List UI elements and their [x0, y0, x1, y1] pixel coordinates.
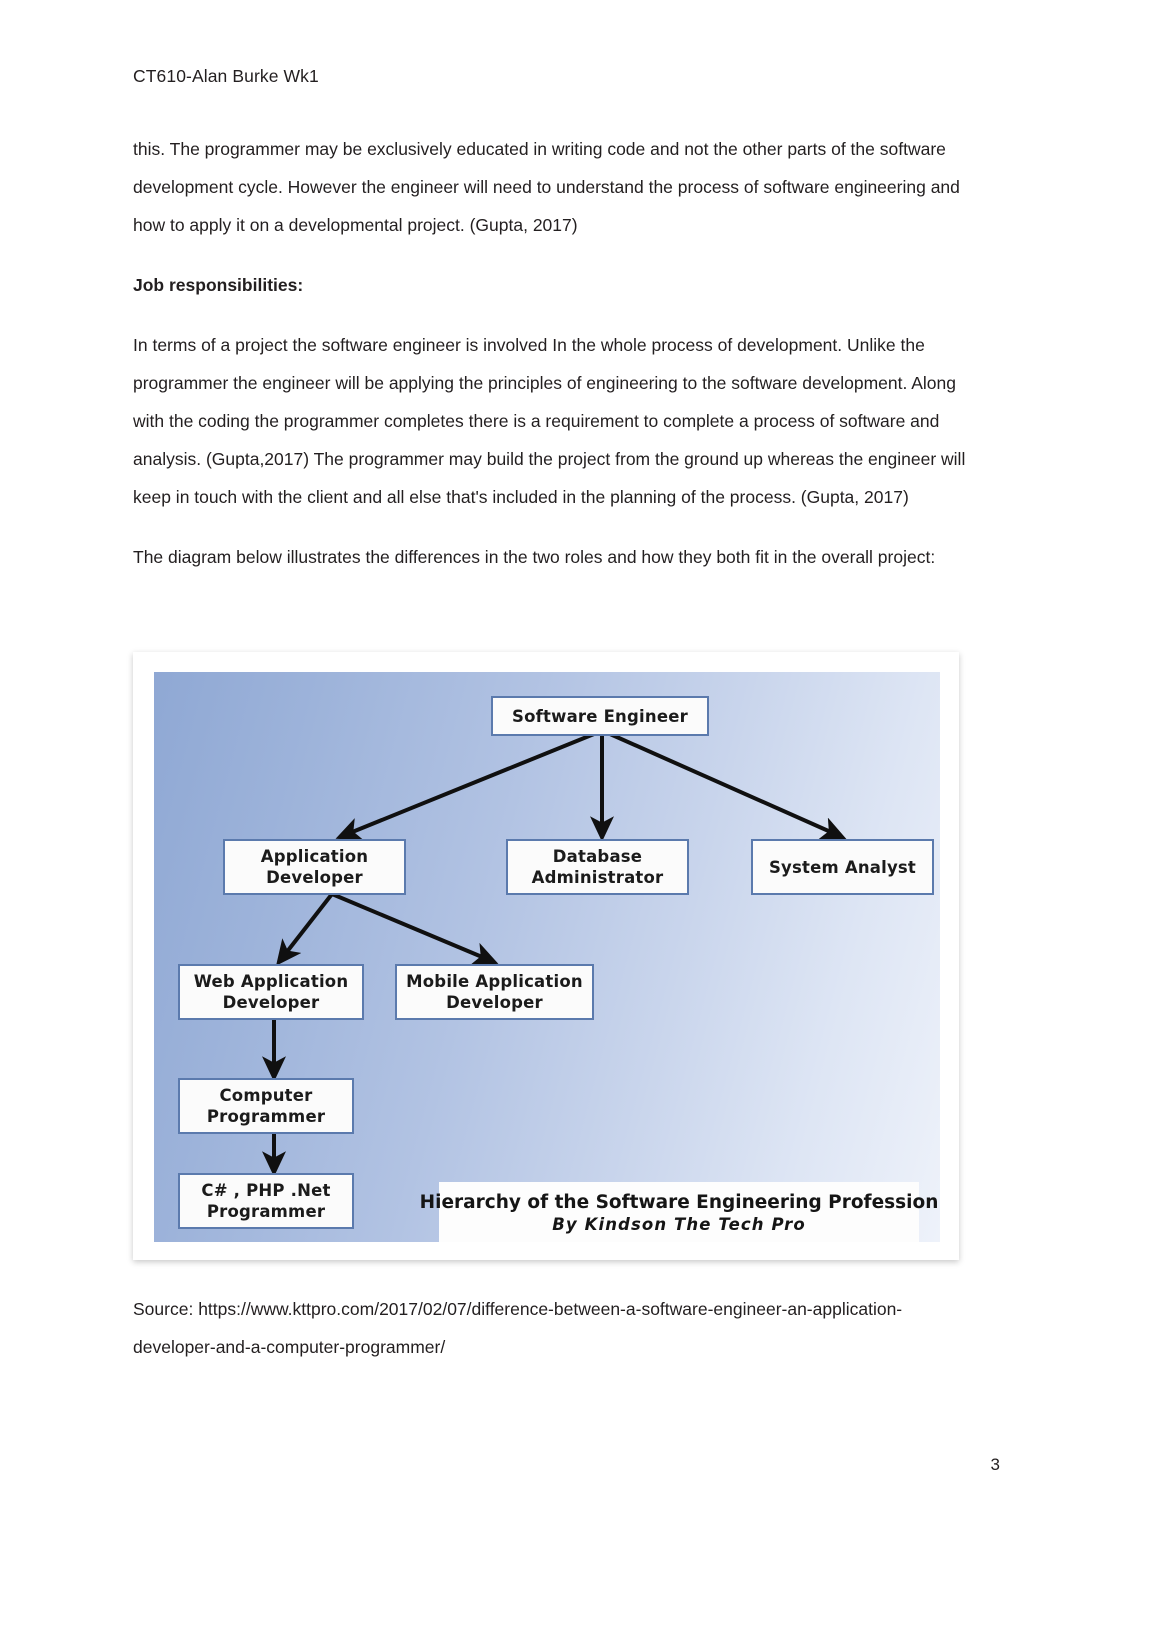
diagram-node-system-analyst[interactable]: System Analyst: [751, 839, 934, 895]
node-label: Database Administrator: [531, 847, 664, 887]
diagram-node-database-administrator[interactable]: Database Administrator: [506, 839, 689, 895]
diagram-node-application-developer[interactable]: Application Developer: [223, 839, 406, 895]
node-label: Mobile Application Developer: [406, 972, 583, 1012]
heading-job-responsibilities: Job responsibilities:: [133, 275, 304, 295]
figure-source-line: Source: https://www.kttpro.com/2017/02/0…: [133, 1290, 963, 1366]
figure-caption-title: Hierarchy of the Software Engineering Pr…: [419, 1191, 939, 1213]
paragraph-diagram-lead-in: The diagram below illustrates the differ…: [133, 547, 936, 567]
diagram-node-csharp-php-net-programmer[interactable]: C# , PHP .Net Programmer: [178, 1173, 354, 1229]
source-url[interactable]: https://www.kttpro.com/2017/02/07/differ…: [133, 1299, 903, 1357]
figure-canvas: Software Engineer Application Developer …: [154, 672, 940, 1242]
document-body: this. The programmer may be exclusively …: [133, 130, 971, 598]
diagram-node-software-engineer[interactable]: Software Engineer: [491, 696, 709, 736]
paragraph-intro: this. The programmer may be exclusively …: [133, 139, 960, 235]
figure-caption-box: Hierarchy of the Software Engineering Pr…: [420, 1182, 938, 1242]
diagram-node-web-application-developer[interactable]: Web Application Developer: [178, 964, 364, 1020]
page-number: 3: [990, 1455, 1000, 1474]
node-label: C# , PHP .Net Programmer: [201, 1181, 331, 1221]
source-label: Source:: [133, 1299, 199, 1319]
diagram-arrows: [262, 732, 847, 1177]
node-label: Computer Programmer: [206, 1086, 326, 1126]
node-label: Software Engineer: [512, 706, 688, 726]
figure-hierarchy-diagram: Software Engineer Application Developer …: [133, 652, 959, 1260]
paragraph-job-responsibilities: In terms of a project the software engin…: [133, 335, 966, 507]
figure-caption-byline: By Kindson The Tech Pro: [552, 1214, 806, 1234]
node-label: Web Application Developer: [193, 972, 349, 1012]
document-header: CT610-Alan Burke Wk1: [133, 66, 319, 86]
diagram-node-computer-programmer[interactable]: Computer Programmer: [178, 1078, 354, 1134]
node-label: System Analyst: [768, 857, 917, 877]
node-label: Application Developer: [260, 847, 369, 887]
diagram-node-mobile-application-developer[interactable]: Mobile Application Developer: [395, 964, 594, 1020]
